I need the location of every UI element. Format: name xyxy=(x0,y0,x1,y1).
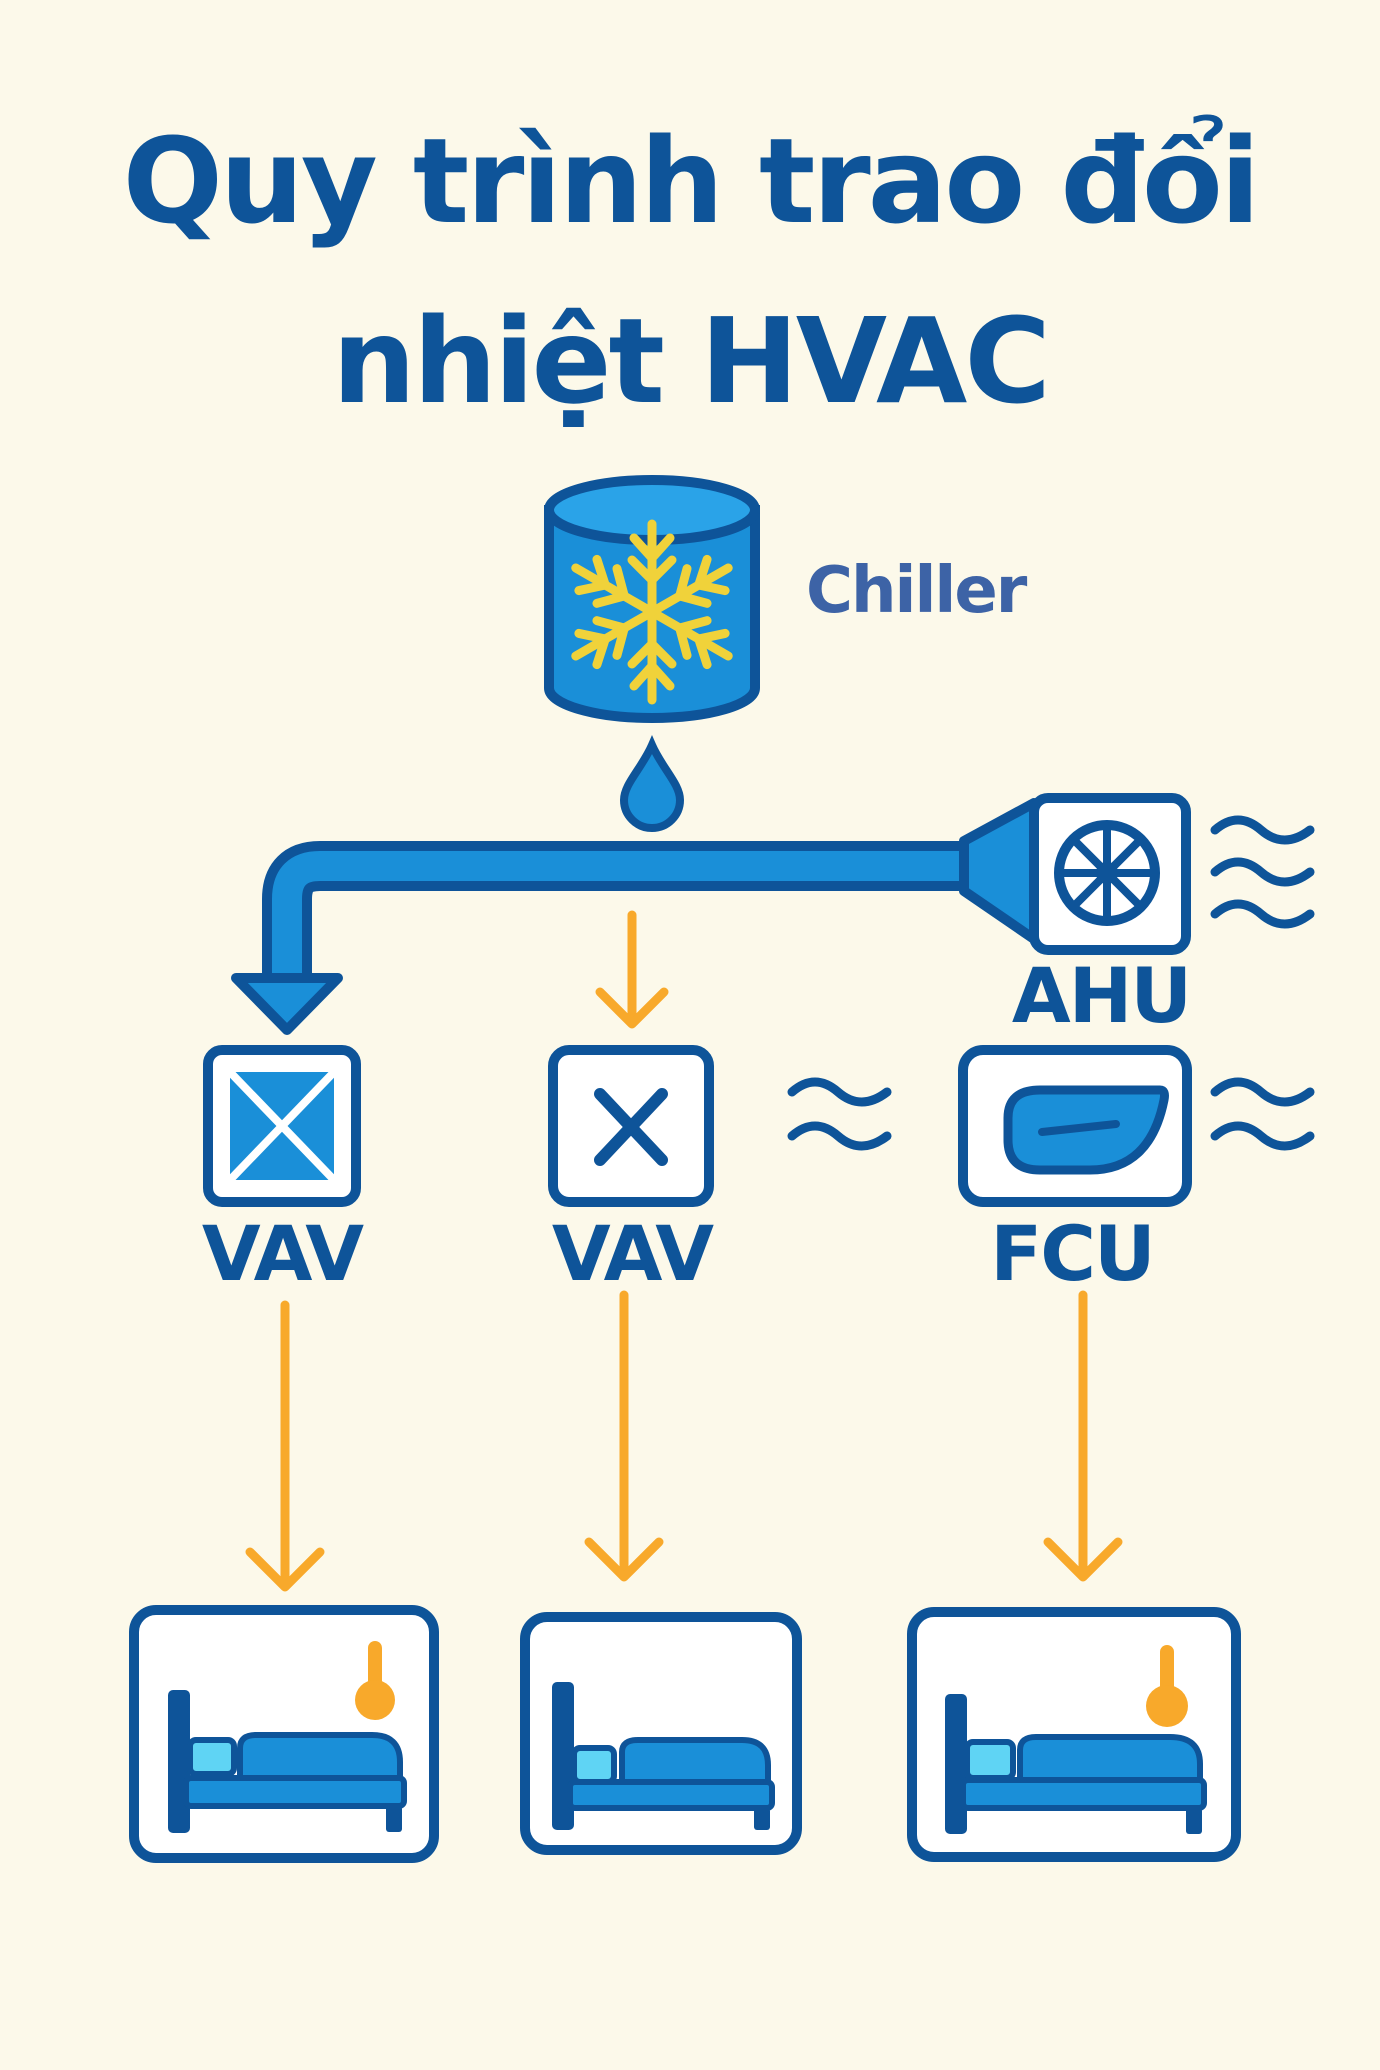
room-right xyxy=(907,1607,1241,1862)
air-wave-icon xyxy=(787,1077,892,1151)
thermometer-icon xyxy=(1146,1645,1188,1727)
duct-arrowhead xyxy=(231,973,343,1035)
air-wave-icon xyxy=(1210,815,1315,929)
vav-middle-icon xyxy=(548,1045,714,1207)
title-line-1: Quy trình trao đổi xyxy=(123,112,1258,250)
flow-arrow-right xyxy=(1043,1290,1123,1582)
vav-left-icon xyxy=(203,1045,361,1207)
vav-middle-label: VAV xyxy=(552,1209,714,1298)
room-left xyxy=(129,1605,439,1863)
chiller-label: Chiller xyxy=(806,554,1028,628)
flow-arrow-middle xyxy=(584,1290,664,1582)
fcu-icon xyxy=(958,1045,1192,1207)
vav-left-label: VAV xyxy=(202,1209,364,1298)
supply-duct xyxy=(231,798,1039,1035)
room-middle xyxy=(520,1612,802,1855)
title-line-2: nhiệt HVAC xyxy=(332,292,1048,430)
ahu-label: AHU xyxy=(1012,951,1190,1040)
thermometer-icon xyxy=(355,1641,395,1720)
ahu-icon xyxy=(1029,793,1191,955)
air-wave-icon xyxy=(1210,1077,1315,1151)
bed-icon xyxy=(552,1682,775,1830)
bed-icon xyxy=(945,1694,1207,1834)
chiller-icon xyxy=(544,475,760,723)
fan-icon xyxy=(1054,820,1160,926)
bed-icon xyxy=(168,1690,407,1833)
water-droplet-icon xyxy=(619,734,685,832)
flow-arrow-left xyxy=(245,1300,325,1592)
flow-arrow-middle-top xyxy=(595,910,669,1029)
snowflake-icon xyxy=(566,519,738,700)
fcu-label: FCU xyxy=(990,1209,1153,1298)
ahu-duct-transition xyxy=(959,798,1039,944)
